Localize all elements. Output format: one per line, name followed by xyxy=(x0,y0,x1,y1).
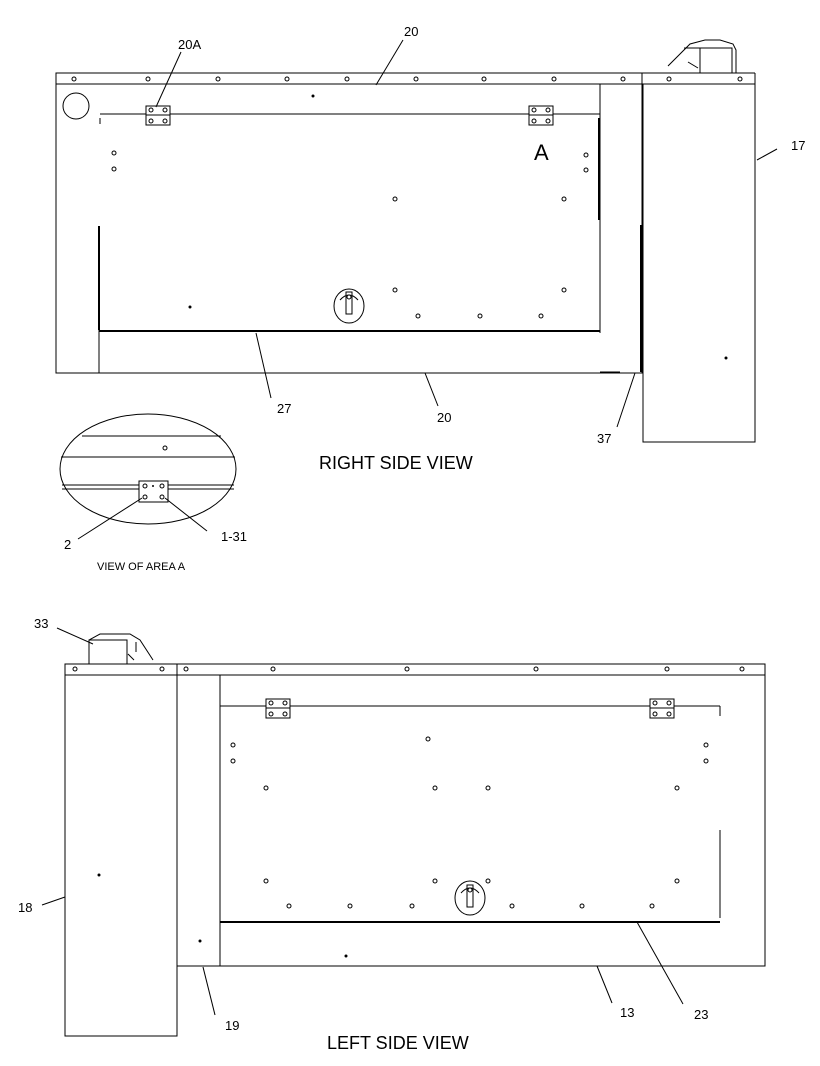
detail-title: VIEW OF AREA A xyxy=(97,561,186,573)
callout-label: 23 xyxy=(694,1007,708,1022)
side-tank-18 xyxy=(64,633,178,1037)
view-title: LEFT SIDE VIEW xyxy=(327,1033,469,1053)
hinge-icon xyxy=(138,480,169,503)
detail-view-area-a: 2 1-31 VIEW OF AREA A xyxy=(59,413,247,573)
left-panel-outline xyxy=(176,663,766,967)
panel-holes xyxy=(111,94,589,319)
view-title: RIGHT SIDE VIEW xyxy=(319,453,473,473)
hinge-icon xyxy=(265,698,291,719)
hinge-icon xyxy=(145,105,171,126)
callout-label: 2 xyxy=(64,537,71,552)
hinge-icon xyxy=(649,698,675,719)
callout-label: 20 xyxy=(437,410,451,425)
callout-label: 13 xyxy=(620,1005,634,1020)
side-tank-17 xyxy=(642,39,756,443)
area-marker: A xyxy=(534,140,549,165)
filler-cap-icon xyxy=(62,92,90,120)
callout-label: 27 xyxy=(277,401,291,416)
right-side-view: A 20A 20 17 27 20 37 RIGHT SIDE VIEW xyxy=(55,24,805,473)
latch-handle-icon xyxy=(333,288,365,324)
panel-holes xyxy=(198,736,709,958)
callout-label: 37 xyxy=(597,431,611,446)
callout-label: 20 xyxy=(404,24,418,39)
callout-label: 1-31 xyxy=(221,529,247,544)
callout-label: 20A xyxy=(178,37,201,52)
callout-label: 17 xyxy=(791,138,805,153)
left-side-view: 33 18 19 13 23 LEFT SIDE VIEW xyxy=(18,616,766,1053)
callout-label: 18 xyxy=(18,900,32,915)
top-rail-fasteners xyxy=(71,76,743,82)
hinge-icon xyxy=(528,105,554,126)
callout-label: 33 xyxy=(34,616,48,631)
top-rail-fasteners xyxy=(72,666,745,672)
latch-handle-icon xyxy=(454,880,486,916)
callout-label: 19 xyxy=(225,1018,239,1033)
right-panel-outline xyxy=(55,72,643,374)
